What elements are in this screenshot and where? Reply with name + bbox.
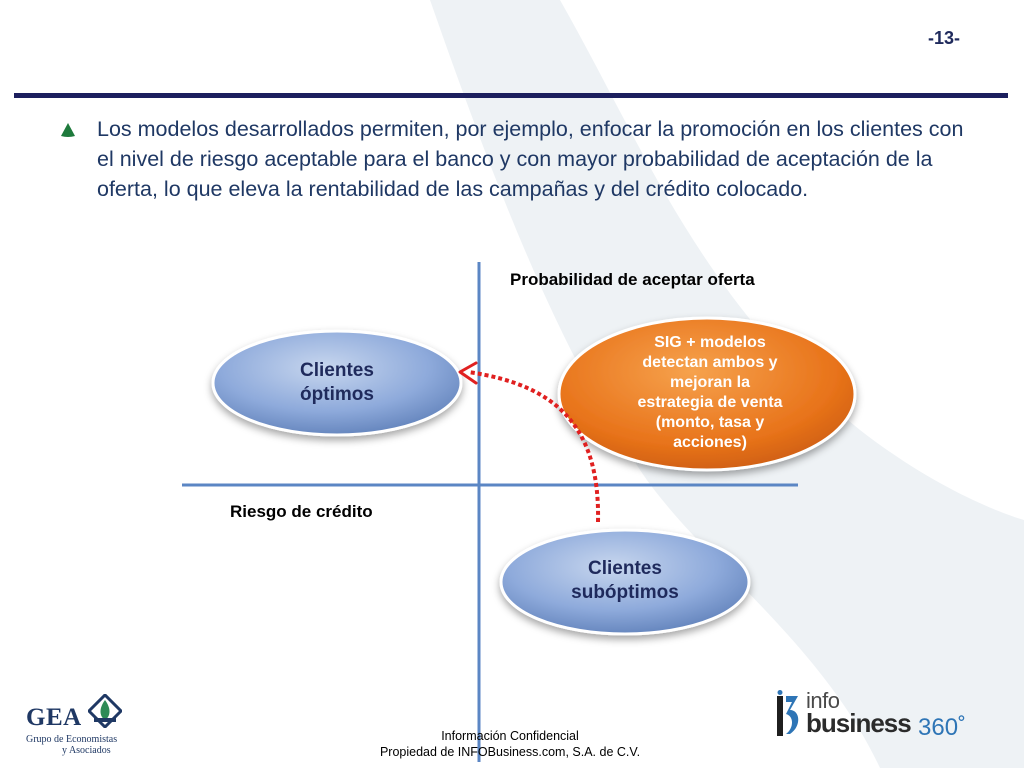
- gea-diamond-icon: [88, 694, 122, 728]
- gea-sub-line1: Grupo de Economistas: [26, 734, 118, 745]
- gea-logo-name: GEA: [26, 704, 82, 731]
- x-axis-label: Riesgo de crédito: [230, 502, 373, 521]
- clientes-optimos-node: [211, 329, 463, 437]
- footer-line2: Propiedad de INFOBusiness.com, S.A. de C…: [379, 745, 641, 759]
- green-triangle-bullet-icon: [61, 123, 75, 137]
- clientes-optimos-label: Clientes óptimos: [232, 340, 442, 426]
- gea-sub-line2: y Asociados: [62, 745, 111, 756]
- page-number: -13-: [927, 28, 960, 48]
- clientes-suboptimos-node: [499, 528, 751, 636]
- gea-logo-subtitle: Grupo de Economistas y Asociados: [26, 734, 136, 756]
- footer: Información Confidencial Propiedad de IN…: [340, 728, 680, 760]
- sig-modelos-node: [557, 316, 857, 472]
- clientes-optimos-text: Clientes óptimos: [300, 360, 374, 405]
- clientes-suboptimos-label: Clientes subóptimos: [512, 538, 738, 624]
- header-rule: [14, 93, 1008, 98]
- dotted-arrow-path: [467, 370, 601, 523]
- infobusiness-logo-360: 360˚: [918, 714, 967, 741]
- clientes-suboptimos-text: Clientes subóptimos: [571, 558, 679, 603]
- infobusiness-logo-business: business: [806, 708, 912, 738]
- sig-modelos-label: SIG + modelos detectan ambos y mejoran l…: [585, 318, 835, 468]
- arrowhead: [458, 361, 478, 385]
- footer-line1: Información Confidencial: [441, 729, 579, 743]
- intro-paragraph: Los modelos desarrollados permiten, por …: [97, 117, 964, 201]
- sig-modelos-text: SIG + modelos detectan ambos y mejoran l…: [637, 334, 783, 451]
- infobusiness-i3-icon: [777, 690, 799, 736]
- y-axis-label: Probabilidad de aceptar oferta: [510, 270, 755, 289]
- infobusiness-logo-info: info: [806, 688, 840, 713]
